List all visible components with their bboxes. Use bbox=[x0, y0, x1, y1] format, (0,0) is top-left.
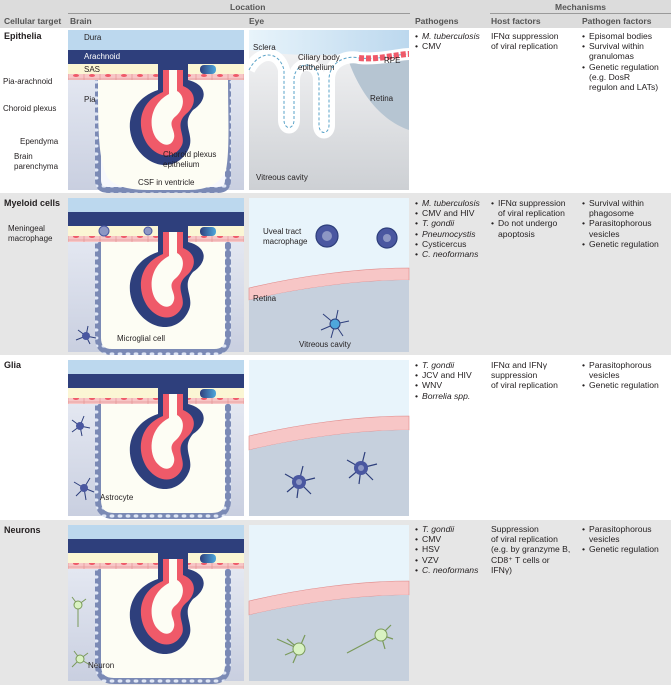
pathogen-factors-epithelia: Episomal bodies Survival withingranuloma… bbox=[582, 31, 670, 92]
list-item: Genetic regulation bbox=[582, 544, 670, 554]
list-item: CMV bbox=[415, 534, 489, 544]
label-vitreous: Vitreous cavity bbox=[256, 173, 308, 182]
label-vitreous-2: Vitreous cavity bbox=[299, 340, 351, 349]
list-item: Genetic regulation bbox=[582, 239, 670, 249]
eye-myeloid-diagram bbox=[248, 198, 410, 352]
label-meningeal-macrophage: Meningeal bbox=[8, 224, 45, 233]
label-csf: CSF in ventricle bbox=[138, 178, 195, 187]
label-cp-epithelium: Choroid plexus bbox=[163, 150, 217, 159]
label-astrocyte: Astrocyte bbox=[100, 493, 134, 502]
header-divider-location bbox=[68, 13, 410, 14]
list-item: Genetic regulation bbox=[582, 380, 670, 390]
list-item: T. gondii bbox=[415, 524, 489, 534]
header-eye: Eye bbox=[249, 16, 265, 26]
label-choroid-plexus: Choroid plexus bbox=[3, 104, 57, 113]
list-item: WNV bbox=[415, 380, 489, 390]
row-title-neurons: Neurons bbox=[4, 525, 41, 535]
label-pia-arachnoid: Pia-arachnoid bbox=[3, 77, 53, 86]
eye-neurons-diagram bbox=[248, 525, 410, 681]
brain-myeloid-diagram bbox=[68, 198, 244, 355]
brain-epithelia-diagram bbox=[68, 30, 244, 193]
list-item: Episomal bodies bbox=[582, 31, 670, 41]
list-item: M. tuberculosis bbox=[415, 31, 487, 41]
header-brain: Brain bbox=[70, 16, 92, 26]
row-title-epithelia: Epithelia bbox=[4, 31, 42, 41]
header-divider-mechanisms bbox=[490, 13, 671, 14]
list-item: VZV bbox=[415, 555, 489, 565]
label-rpe: RPE bbox=[384, 56, 401, 65]
label-sclera: Sclera bbox=[253, 43, 276, 52]
host-factors-glia: IFNα and IFNγ suppression of viral repli… bbox=[491, 360, 558, 391]
header-mechanisms: Mechanisms bbox=[555, 2, 607, 12]
label-uveal-macrophage-2: macrophage bbox=[263, 237, 308, 246]
label-ependyma: Ependyma bbox=[20, 137, 59, 146]
eye-epithelia-diagram bbox=[243, 30, 410, 190]
list-item: CMV bbox=[415, 41, 487, 51]
list-item: Borrelia spp. bbox=[415, 391, 489, 401]
pathogens-glia: T. gondii JCV and HIV WNV Borrelia spp. bbox=[415, 360, 489, 401]
pathogens-neurons: T. gondii CMV HSV VZV C. neoformans bbox=[415, 524, 489, 575]
label-neuron: Neuron bbox=[88, 661, 115, 670]
list-item: JCV and HIV bbox=[415, 370, 489, 380]
list-item: HSV bbox=[415, 544, 489, 554]
label-brain-parenchyma-2: parenchyma bbox=[14, 162, 59, 171]
label-microglial-cell: Microglial cell bbox=[117, 334, 166, 343]
label-retina-2: Retina bbox=[253, 294, 277, 303]
header-location: Location bbox=[230, 2, 266, 12]
list-item: T. gondii bbox=[415, 218, 489, 228]
table-header: Location Mechanisms Cellular target Brai… bbox=[0, 0, 671, 28]
label-arachnoid: Arachnoid bbox=[84, 52, 121, 61]
list-item: C. neoformans bbox=[415, 565, 489, 575]
label-cp-epithelium-2: epithelium bbox=[163, 160, 200, 169]
host-factors-neurons: Suppression of viral replication (e.g. b… bbox=[491, 524, 571, 575]
header-pathogens: Pathogens bbox=[415, 16, 459, 26]
label-pia: Pia bbox=[84, 95, 96, 104]
label-ciliary-body-2: epithelium bbox=[298, 63, 335, 72]
brain-glia-diagram bbox=[68, 360, 244, 519]
list-item: Pneumocystis bbox=[415, 229, 489, 239]
label-dura: Dura bbox=[84, 33, 102, 42]
label-uveal-macrophage: Uveal tract bbox=[263, 227, 302, 236]
row-title-glia: Glia bbox=[4, 360, 22, 370]
list-item: T. gondii bbox=[415, 360, 489, 370]
pathogens-myeloid: M. tuberculosis CMV and HIV T. gondii Pn… bbox=[415, 198, 489, 259]
eye-glia-diagram bbox=[248, 360, 410, 516]
list-item: Cysticercus bbox=[415, 239, 489, 249]
label-retina: Retina bbox=[370, 94, 394, 103]
list-item: M. tuberculosis bbox=[415, 198, 489, 208]
label-meningeal-macrophage-2: macrophage bbox=[8, 234, 53, 243]
row-title-myeloid: Myeloid cells bbox=[4, 198, 61, 208]
list-item: C. neoformans bbox=[415, 249, 489, 259]
brain-neurons-diagram bbox=[68, 525, 244, 684]
host-factors-epithelia: IFNα suppression of viral replication bbox=[491, 31, 559, 52]
list-item: CMV and HIV bbox=[415, 208, 489, 218]
header-cellular-target: Cellular target bbox=[4, 16, 62, 26]
label-sas: SAS bbox=[84, 65, 101, 74]
label-brain-parenchyma: Brain bbox=[14, 152, 33, 161]
header-host-factors: Host factors bbox=[491, 16, 541, 26]
pathogens-epithelia: M. tuberculosis CMV bbox=[415, 31, 487, 52]
header-pathogen-factors: Pathogen factors bbox=[582, 16, 652, 26]
label-ciliary-body: Ciliary body bbox=[298, 53, 340, 62]
